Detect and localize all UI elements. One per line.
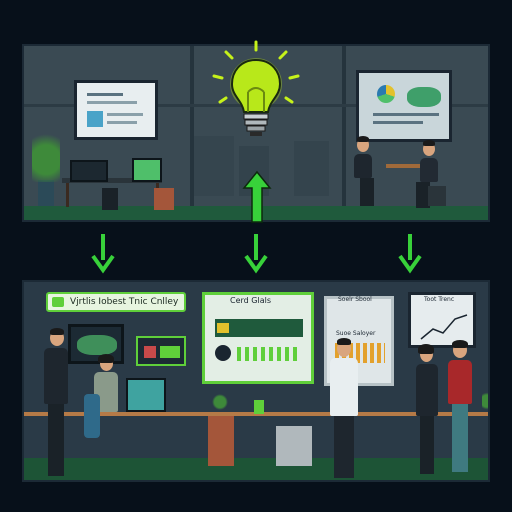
arrow-down-icon — [398, 234, 422, 274]
desk-monitor — [126, 378, 166, 412]
trend-board — [408, 292, 476, 348]
trend-board-title: Toot Trenc — [424, 296, 455, 303]
person-legs — [48, 404, 64, 476]
plant — [482, 390, 488, 412]
right-board-subtitle: Suoe Saloyer — [336, 330, 376, 337]
desk-item — [254, 400, 264, 414]
small-green-screen — [136, 336, 186, 366]
arrow-down-icon — [91, 234, 115, 274]
plant-leaves — [32, 126, 60, 182]
person-legs — [452, 404, 468, 472]
filing-cabinet — [276, 426, 312, 466]
cabinet — [154, 188, 174, 210]
window-mullion — [342, 46, 346, 220]
banner-title-text: Vjrtlis Iobest Tnic Cnlley — [70, 297, 179, 307]
chair — [428, 186, 446, 206]
desk-monitor — [70, 160, 108, 182]
skyline-building — [194, 136, 234, 196]
pie-chart-icon — [377, 85, 395, 103]
person-legs — [360, 178, 374, 206]
person-legs — [334, 416, 354, 478]
wall-monitor-right — [356, 70, 452, 142]
right-board-title: Soelr Sbool — [338, 296, 372, 303]
plant-pot — [38, 180, 54, 206]
person-standing — [448, 360, 472, 404]
meeting-table — [386, 164, 420, 168]
person-seated — [354, 154, 372, 178]
person-standing — [44, 348, 68, 404]
person-legs — [420, 416, 434, 474]
chair — [102, 188, 118, 210]
skyline-building — [294, 141, 329, 196]
map-screen — [68, 324, 124, 364]
office-chair — [84, 394, 100, 438]
trend-line-icon — [420, 314, 468, 340]
person-standing — [416, 364, 438, 416]
center-board-title: Cerd Glals — [230, 296, 271, 305]
long-desk — [24, 412, 488, 416]
plant — [212, 394, 228, 410]
person-legs — [416, 182, 430, 208]
center-dashboard — [202, 292, 314, 384]
folder-icon — [52, 297, 64, 307]
bottom-office-scene — [22, 280, 490, 482]
desk — [62, 178, 162, 183]
banner-title: Vjrtlis Iobest Tnic Cnlley — [46, 292, 186, 312]
window-mullion — [190, 46, 194, 220]
arrow-down-icon — [244, 234, 268, 274]
person-seated — [420, 158, 438, 182]
person-presenter — [330, 358, 358, 416]
floor — [24, 458, 488, 480]
desk-monitor-green — [132, 158, 162, 182]
drawer-cabinet — [208, 416, 234, 466]
map-icon — [407, 87, 441, 107]
wall-monitor-left — [74, 80, 158, 140]
arrow-up-icon — [242, 170, 272, 223]
lightbulb-icon — [212, 40, 300, 136]
